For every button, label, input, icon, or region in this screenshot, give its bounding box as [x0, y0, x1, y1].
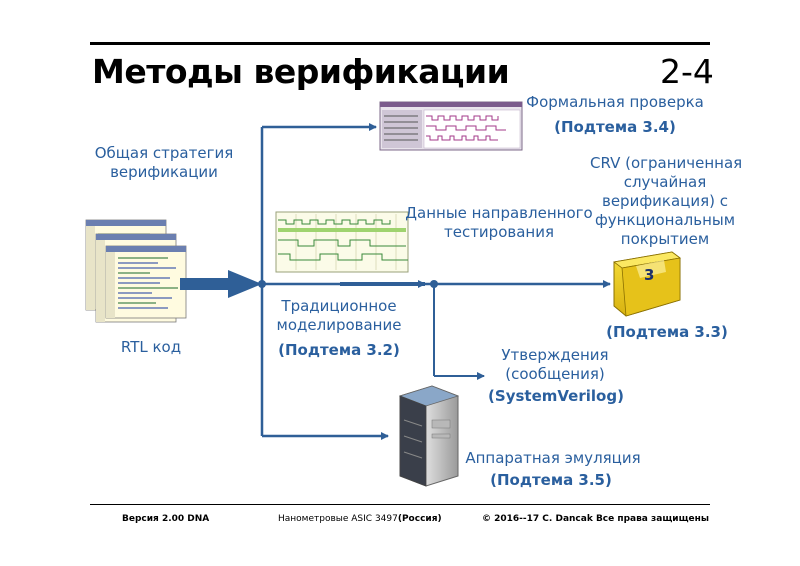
- assertions-subtopic: (SystemVerilog): [488, 387, 624, 405]
- hardware-emulation-label: Аппаратная эмуляция: [465, 449, 641, 467]
- formal-verification-label: Формальная проверка: [526, 93, 704, 111]
- junction-dot-trunk: [258, 280, 266, 288]
- footer-course-suffix: (Россия): [397, 514, 442, 524]
- crv-line-3: верификация) с: [601, 192, 728, 210]
- overall-strategy-line-2: верификации: [110, 163, 218, 181]
- crv-label: CRV (ограниченная случайная верификация)…: [590, 154, 743, 249]
- formal-tool-screenshot-icon: [379, 101, 523, 151]
- slide-number: 2-4: [660, 52, 714, 91]
- rtl-code-documents-icon: [85, 219, 187, 323]
- directed-tests-label: Данные направленного тестирования: [404, 204, 594, 242]
- assertions-line-1: Утверждения: [501, 346, 609, 364]
- traditional-line-1: Традиционное: [281, 297, 397, 315]
- main-input-arrow: [180, 270, 262, 298]
- footer-rule: [90, 504, 710, 505]
- hardware-emulation-subtopic: (Подтема 3.5): [490, 471, 612, 489]
- footer-version: Версия 2.00 DNA: [122, 514, 209, 524]
- traditional-simulation-subtopic: (Подтема 3.2): [278, 341, 400, 359]
- emulator-hardware-icon: [398, 385, 460, 487]
- footer-copyright-text: © 2016--17 C. Dancak Все права защищены: [482, 514, 709, 524]
- title-top-rule: [90, 42, 710, 45]
- crv-subtopic: (Подтема 3.3): [606, 323, 728, 341]
- crv-line-4: функциональным: [594, 211, 736, 229]
- directed-tests-line-2: тестирования: [443, 223, 554, 241]
- footer-course: Нанометровые ASIC 3497(Россия): [278, 514, 442, 524]
- assertions-line-2: (сообщения): [505, 365, 605, 383]
- crv-line-1: CRV (ограниченная: [590, 154, 743, 172]
- crv-line-5: покрытием: [620, 230, 710, 248]
- footer-course-prefix: Нанометровые ASIC 3497: [278, 514, 398, 524]
- assertions-label: Утверждения (сообщения): [480, 346, 630, 384]
- crv-bin-number: 3: [644, 266, 655, 284]
- directed-tests-line-1: Данные направленного: [405, 204, 593, 222]
- overall-strategy-line-1: Общая стратегия: [94, 144, 234, 162]
- footer-copyright: © 2016--17 C. Dancak Все права защищены: [482, 514, 709, 524]
- directed-test-waveform-icon: [275, 211, 409, 273]
- traditional-line-2: моделирование: [276, 316, 402, 334]
- footer-version-text: Версия 2.00 DNA: [122, 514, 210, 524]
- rtl-code-label: RTL код: [120, 338, 182, 356]
- junction-dot-assertions: [430, 280, 438, 288]
- crv-line-2: случайная: [623, 173, 707, 191]
- crv-bin-icon: [613, 251, 681, 317]
- formal-verification-subtopic: (Подтема 3.4): [554, 118, 676, 136]
- overall-strategy-label: Общая стратегия верификации: [84, 144, 244, 182]
- page-title: Методы верификации: [92, 52, 510, 91]
- traditional-simulation-label: Традиционное моделирование: [264, 297, 414, 335]
